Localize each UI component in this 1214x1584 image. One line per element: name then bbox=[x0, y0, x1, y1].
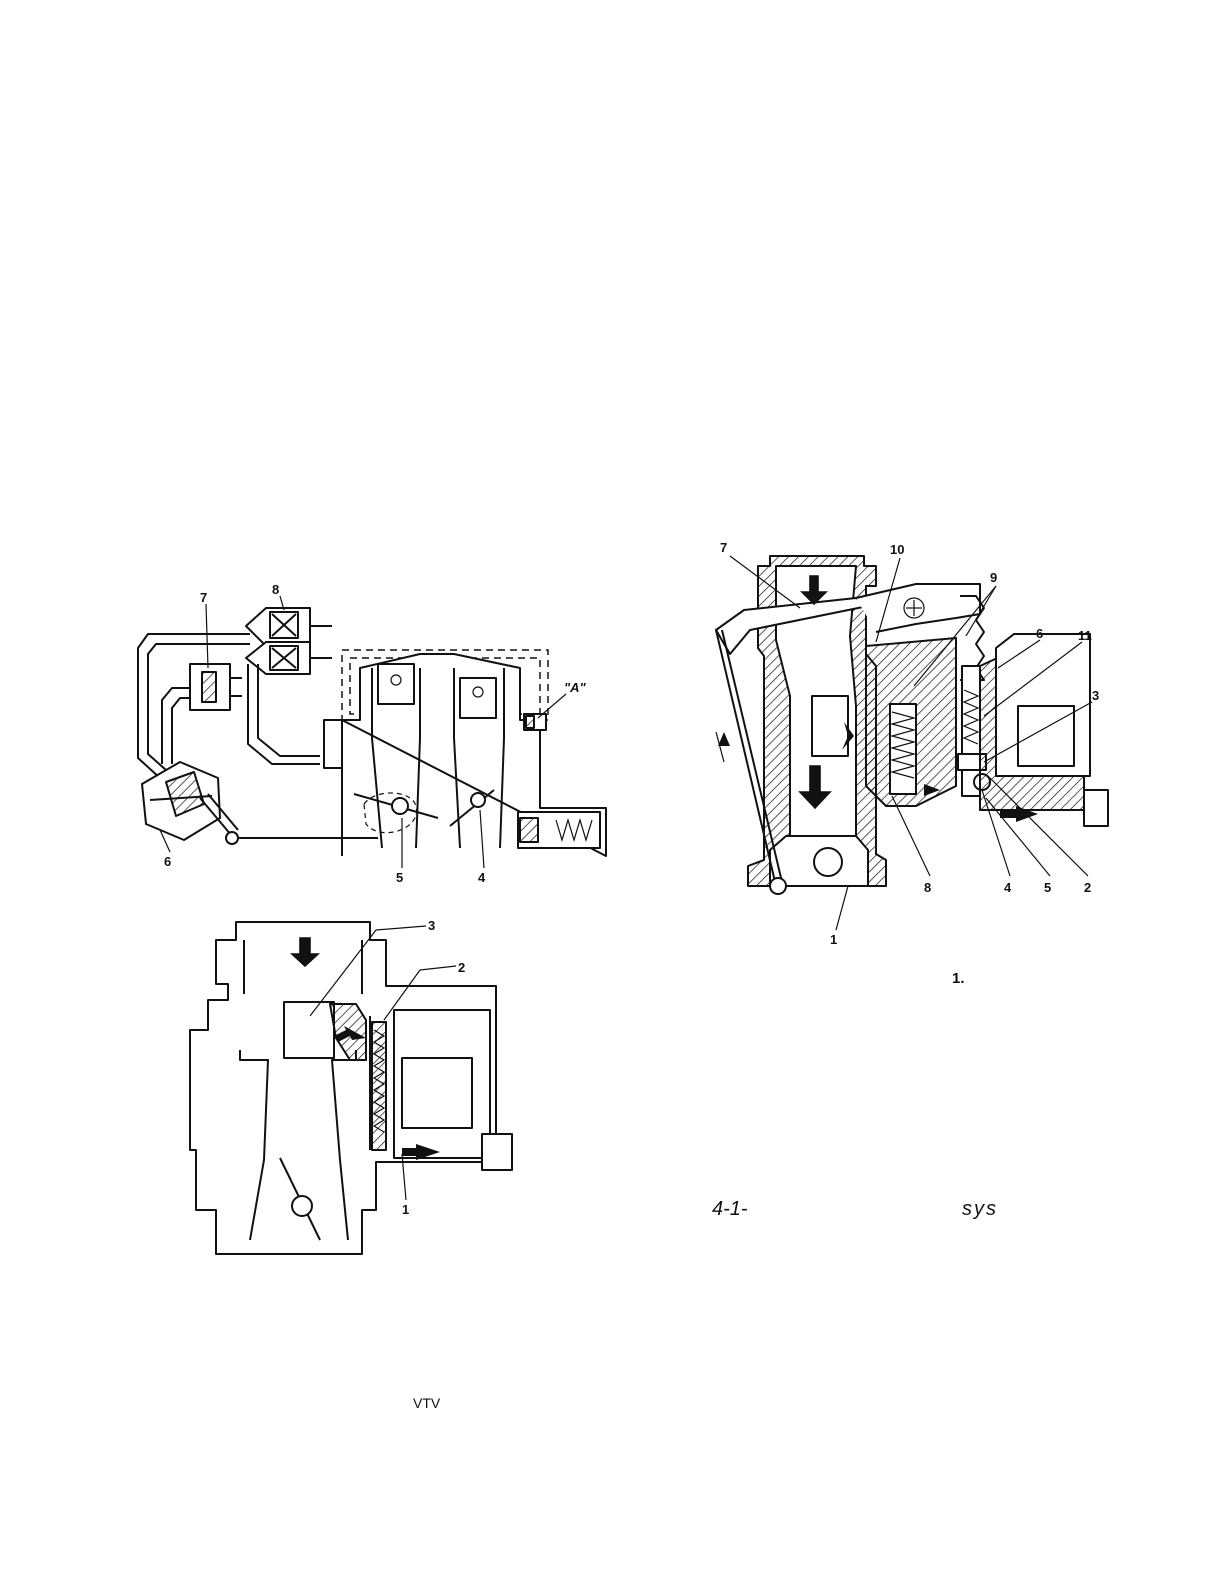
callout-5: 5 bbox=[1044, 880, 1051, 895]
callout-3: 3 bbox=[1092, 688, 1099, 703]
solenoid-valves bbox=[246, 608, 332, 764]
callout-4: 4 bbox=[1004, 880, 1012, 895]
carburetor-cutaway bbox=[716, 556, 1108, 894]
callout-4: 4 bbox=[478, 870, 486, 885]
caption-suffix: sys bbox=[962, 1198, 998, 1221]
caption-prefix: 4-1- bbox=[712, 1198, 748, 1221]
callout-8: 8 bbox=[924, 880, 931, 895]
diagram-upper-left: 8 7 6 5 4 "A" bbox=[120, 568, 620, 938]
callout-1: 1 bbox=[402, 1202, 409, 1217]
callout-3: 3 bbox=[428, 918, 435, 933]
caption-number: 1. bbox=[952, 970, 965, 987]
callout-7: 7 bbox=[720, 540, 727, 555]
vtv-label: VTV bbox=[413, 1395, 440, 1411]
callout-8: 8 bbox=[272, 582, 279, 597]
callout-2: 2 bbox=[1084, 880, 1091, 895]
callout-10: 10 bbox=[890, 542, 904, 557]
callout-11: 11 bbox=[1078, 628, 1092, 643]
callout-6: 6 bbox=[164, 854, 171, 869]
callout-2: 2 bbox=[458, 960, 465, 975]
callout-a: "A" bbox=[564, 680, 587, 695]
callout-5: 5 bbox=[396, 870, 403, 885]
diagram-lower-left: 3 2 1 bbox=[180, 910, 520, 1270]
delay-valve bbox=[190, 664, 242, 710]
callout-7: 7 bbox=[200, 590, 207, 605]
diagram-right: 7 10 9 6 11 3 8 4 5 2 1 bbox=[680, 536, 1120, 956]
callout-6: 6 bbox=[1036, 626, 1043, 641]
callout-1: 1 bbox=[830, 932, 837, 947]
callout-9: 9 bbox=[990, 570, 997, 585]
